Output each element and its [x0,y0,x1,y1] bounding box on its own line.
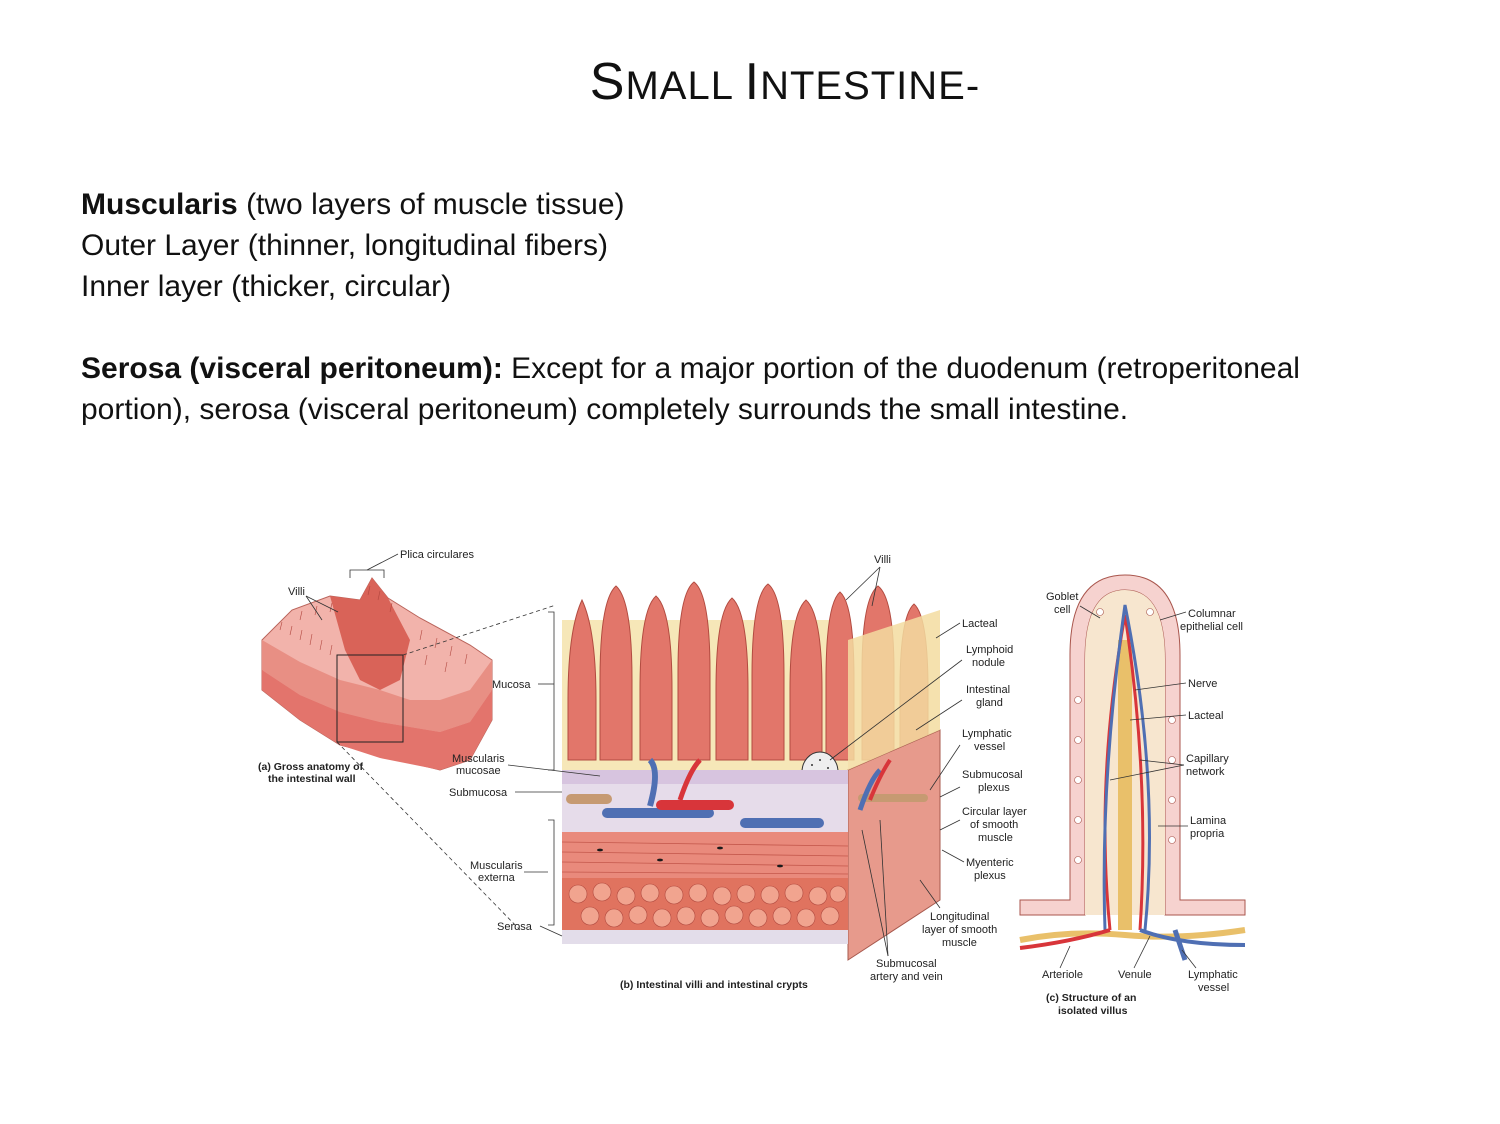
label-columnar-1: Columnar [1188,608,1236,620]
panel-a-gross-anatomy: Plica circulares Villi (a) Gross anatomy… [258,549,493,785]
label-longitudinal-1: Longitudinal [930,911,989,923]
panel-b-intestinal-wall: Mucosa Muscularis mucosae Submucosa Musc… [449,554,1027,991]
label-mucosa: Mucosa [492,679,531,691]
label-muscularis-externa-2: externa [478,872,516,884]
label-goblet-2: cell [1054,604,1071,616]
label-longitudinal-3: muscle [942,937,977,949]
muscularis-section: Muscularis (two layers of muscle tissue)… [81,184,1401,307]
muscularis-note: (two layers of muscle tissue) [237,188,625,221]
label-serosa: Serosa [497,921,533,933]
label-myenteric-1: Myenteric [966,857,1014,869]
serosa-heading: Serosa (visceral peritoneum) [81,352,493,385]
label-lacteal-b: Lacteal [962,618,997,630]
label-capillary-2: network [1186,766,1225,778]
title-part: NTESTINE- [760,64,981,108]
label-villi-a: Villi [288,586,305,598]
serosa-text: Except for a major portion of the duoden… [81,352,1300,426]
panel-c-isolated-villus: Goblet cell Columnar epithelial cell Ner… [1019,574,1246,1017]
label-nerve: Nerve [1188,678,1217,690]
title-part: S [589,53,626,111]
panel-a-villi-texture [279,585,468,673]
muscularis-line: Muscularis (two layers of muscle tissue) [81,184,1401,225]
label-lymph-vessel-c-2: vessel [1198,982,1229,994]
label-villi-b: Villi [874,554,891,566]
label-lymphoid-1: Lymphoid [966,644,1013,656]
label-muscularis-mucosae-2: mucosae [456,765,501,777]
panel-b-caption: (b) Intestinal villi and intestinal cryp… [620,979,808,991]
label-gland-1: Intestinal [966,684,1010,696]
title-part: I [744,53,761,111]
label-muscularis-externa-1: Muscularis [470,860,523,872]
label-plica-circulares: Plica circulares [400,549,474,561]
inner-layer-line: Inner layer (thicker, circular) [81,270,452,303]
slide-title: SMALL INTESTINE- [0,52,1500,112]
label-lymphoid-2: nodule [972,657,1005,669]
label-submucosal-plexus-1: Submucosal [962,769,1023,781]
muscularis-heading: Muscularis [81,188,238,221]
serosa-colon: : [492,352,503,385]
label-arteriole: Arteriole [1042,969,1083,981]
label-circular-layer-1: Circular layer [962,806,1027,818]
label-gland-2: gland [976,697,1003,709]
label-lymph-vessel-c-1: Lymphatic [1188,969,1238,981]
panel-a-caption-line1: (a) Gross anatomy of [258,761,364,773]
label-myenteric-2: plexus [974,870,1006,882]
panel-a-caption-line2: the intestinal wall [268,773,356,785]
label-circular-layer-3: muscle [978,832,1013,844]
label-lamina-2: propria [1190,828,1225,840]
outer-layer-line: Outer Layer (thinner, longitudinal fiber… [81,229,608,262]
label-lamina-1: Lamina [1190,815,1227,827]
label-artery-vein-1: Submucosal [876,958,937,970]
label-venule: Venule [1118,969,1152,981]
label-artery-vein-2: artery and vein [870,971,943,983]
label-submucosal-plexus-2: plexus [978,782,1010,794]
label-lymph-vessel-b-1: Lymphatic [962,728,1012,740]
panel-c-caption-line1: (c) Structure of an [1046,992,1136,1004]
serosa-section: Serosa (visceral peritoneum): Except for… [81,348,1401,430]
label-columnar-2: epithelial cell [1180,621,1243,633]
label-lacteal-c: Lacteal [1188,710,1223,722]
label-capillary-1: Capillary [1186,753,1229,765]
label-longitudinal-2: layer of smooth [922,924,997,936]
label-lymph-vessel-b-2: vessel [974,741,1005,753]
title-part: MALL [625,64,745,108]
label-muscularis-mucosae-1: Muscularis [452,753,505,765]
label-goblet-1: Goblet [1046,591,1078,603]
label-circular-layer-2: of smooth [970,819,1018,831]
label-submucosa: Submucosa [449,787,508,799]
panel-c-caption-line2: isolated villus [1058,1005,1128,1017]
